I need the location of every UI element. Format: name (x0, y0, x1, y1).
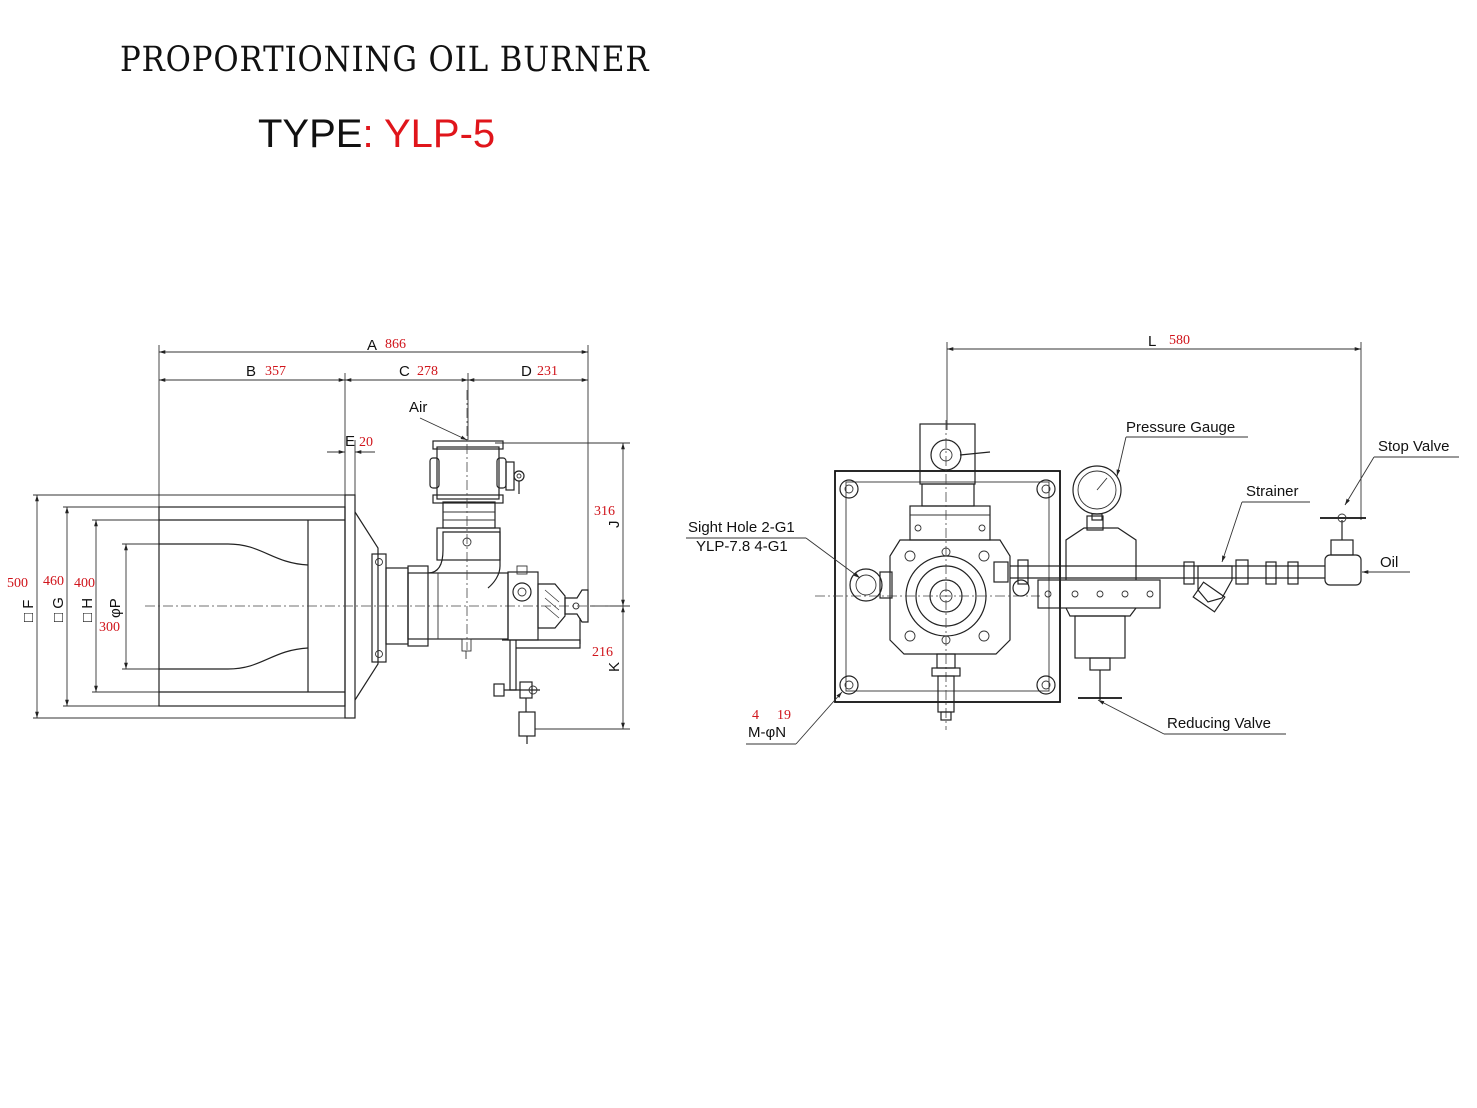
dim-a-value: 866 (385, 337, 406, 352)
dim-c-value: 278 (417, 364, 438, 379)
dim-f-value: 500 (7, 576, 28, 591)
dim-p-letter: φP (107, 598, 124, 618)
dim-e-letter: E (345, 433, 355, 450)
label-reducing-valve: Reducing Valve (1167, 715, 1271, 732)
type-label: TYPE (258, 112, 363, 156)
type-heading: TYPE: YLP-5 (258, 112, 495, 157)
dim-h-value: 400 (74, 576, 95, 591)
dim-h-letter: □ H (79, 598, 96, 622)
label-sight-hole: Sight Hole 2-G1 (688, 519, 795, 536)
dim-n-value: 19 (777, 708, 791, 723)
dim-f-letter: □ F (20, 600, 37, 622)
label-stop-valve: Stop Valve (1378, 438, 1449, 455)
mounting-bolt-holes (839, 479, 1056, 695)
dim-c-letter: C (399, 363, 410, 380)
front-view: L 580 (686, 333, 1459, 745)
dim-e-value: 20 (359, 435, 373, 450)
dim-m-value: 4 (752, 708, 759, 723)
dim-g-value: 460 (43, 574, 64, 589)
label-oil: Oil (1380, 554, 1398, 571)
side-view: A 866 B 357 C 278 D 231 E 20 J 31 (7, 337, 630, 744)
label-sight-hole-alt: YLP-7.8 4-G1 (696, 538, 788, 555)
dim-j-letter: J (606, 521, 623, 529)
label-m-phi-n: M-φN (748, 724, 786, 741)
dim-a-letter: A (367, 337, 377, 354)
dim-g-letter: □ G (50, 597, 67, 622)
dim-j-value: 316 (594, 504, 615, 519)
dim-k-value: 216 (592, 645, 613, 660)
dim-b-letter: B (246, 363, 256, 380)
dim-l-letter: L (1148, 333, 1156, 350)
type-value: : YLP-5 (362, 112, 496, 156)
label-strainer: Strainer (1246, 483, 1299, 500)
dim-l-value: 580 (1169, 333, 1190, 348)
label-pressure-gauge: Pressure Gauge (1126, 419, 1235, 436)
dim-k-letter: K (606, 662, 623, 672)
page-title: PROPORTIONING OIL BURNER (120, 40, 650, 80)
dim-b-value: 357 (265, 364, 286, 379)
regulator-bolts (1044, 590, 1154, 598)
label-air: Air (409, 399, 427, 416)
dim-p-value: 300 (99, 620, 120, 635)
dim-d-letter: D (521, 363, 532, 380)
dim-d-value: 231 (537, 364, 558, 379)
